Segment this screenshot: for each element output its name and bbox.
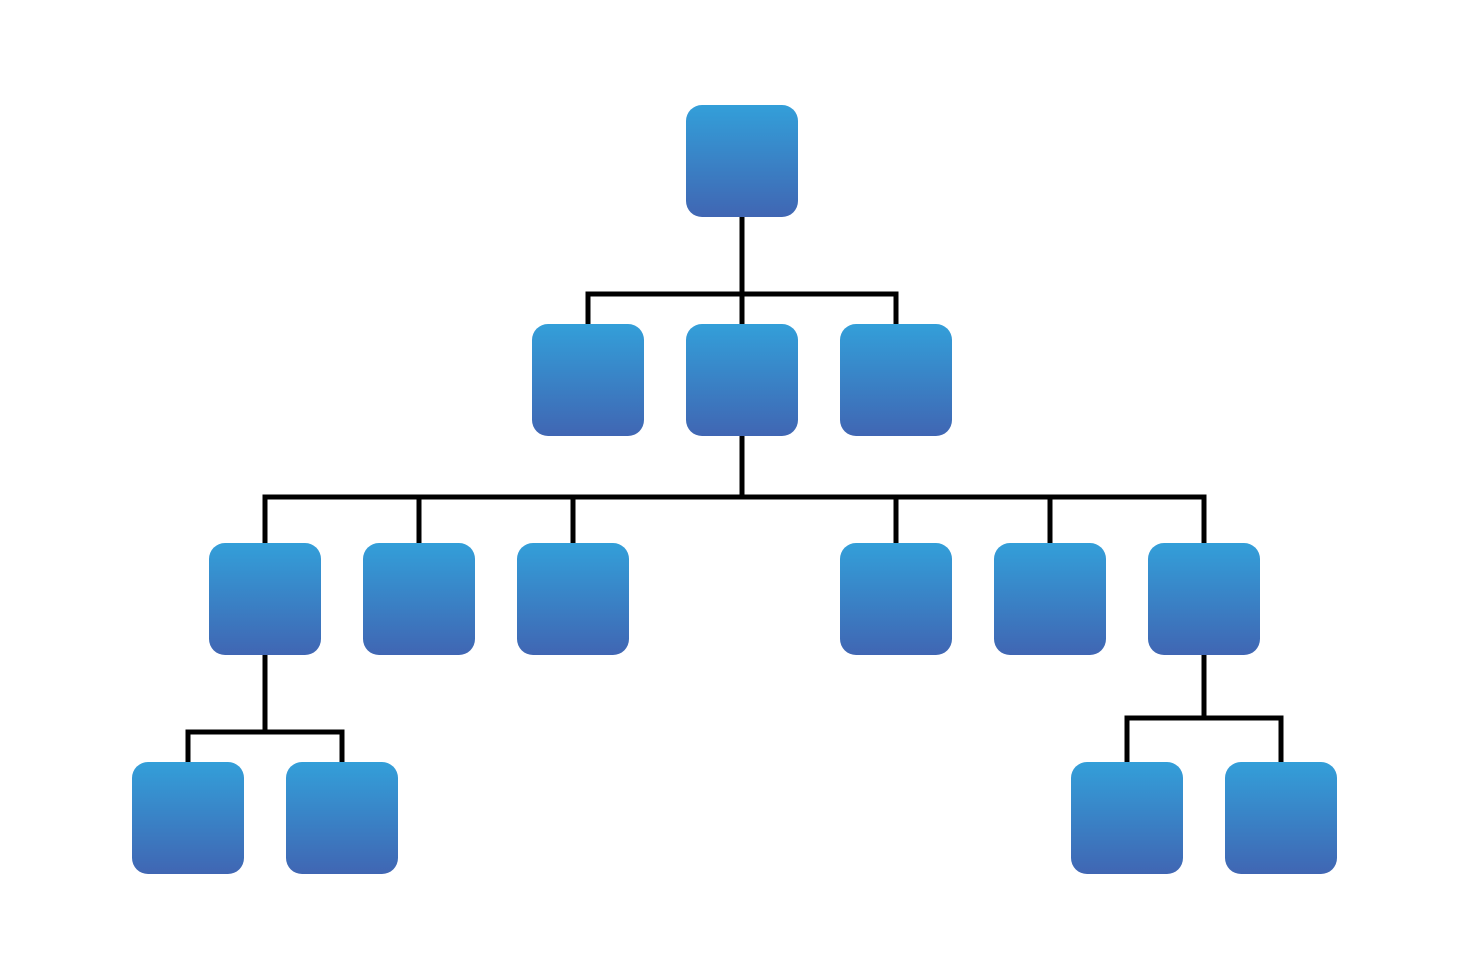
node-level3-2	[286, 762, 398, 874]
node-level3-4	[1225, 762, 1337, 874]
node-level2-3	[517, 543, 629, 655]
node-level2-5	[994, 543, 1106, 655]
node-level1-center	[686, 324, 798, 436]
connector-lines	[185, 214, 1284, 765]
node-group	[132, 105, 1337, 874]
node-level1-right	[840, 324, 952, 436]
node-level2-4	[840, 543, 952, 655]
node-level2-2	[363, 543, 475, 655]
node-level2-6	[1148, 543, 1260, 655]
node-level3-3	[1071, 762, 1183, 874]
node-level3-1	[132, 762, 244, 874]
node-level1-left	[532, 324, 644, 436]
node-root	[686, 105, 798, 217]
node-level2-1	[209, 543, 321, 655]
